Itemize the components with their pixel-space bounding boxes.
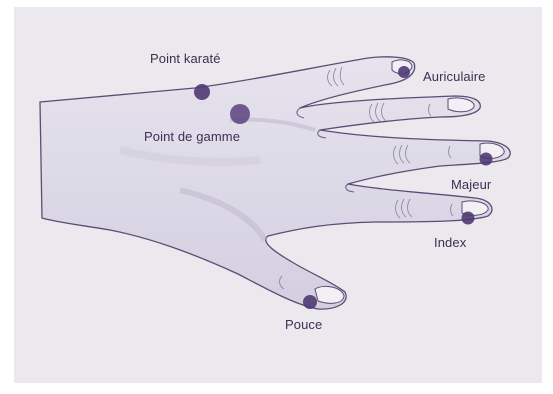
label-point-karate: Point karaté	[150, 51, 221, 66]
point-pouce-dot	[303, 295, 317, 309]
point-index-dot	[462, 212, 475, 225]
label-point-gamme: Point de gamme	[144, 129, 240, 144]
hand-outline	[40, 57, 510, 309]
point-gamme-dot	[230, 104, 250, 124]
point-karate-dot	[194, 84, 210, 100]
point-majeur-dot	[480, 153, 493, 166]
label-index: Index	[434, 235, 466, 250]
label-majeur: Majeur	[451, 177, 491, 192]
label-pouce: Pouce	[285, 317, 322, 332]
point-auriculaire-dot	[398, 66, 410, 78]
label-auriculaire: Auriculaire	[423, 69, 486, 84]
